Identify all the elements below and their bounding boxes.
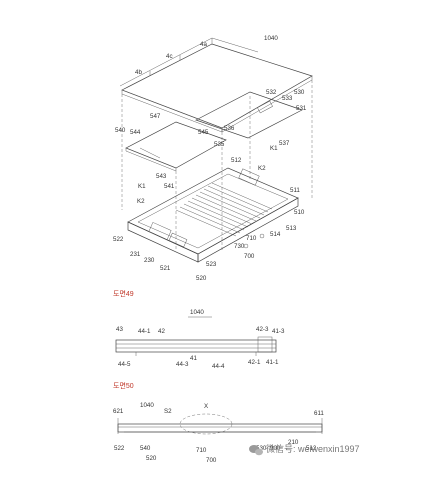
ref-510: 510 — [294, 209, 305, 216]
ref-1040: 1040 — [140, 402, 154, 409]
ref-530: 530 — [294, 89, 305, 96]
ref-710: 710 — [246, 235, 257, 242]
middle-board-right — [195, 91, 303, 139]
watermark-text: 微信号: weiwenxin1997 — [266, 443, 360, 454]
ref-511: 511 — [290, 187, 300, 194]
ref-523: 523 — [206, 261, 217, 268]
housing-section — [117, 423, 323, 433]
long-section-figure — [117, 413, 323, 435]
ref-700: 700 — [244, 253, 255, 260]
ref-230: 230 — [144, 257, 155, 264]
ref-513: 513 — [286, 225, 297, 232]
ref-512: 512 — [306, 445, 317, 452]
ref-540: 540 — [115, 127, 126, 134]
section-view-figure — [115, 316, 277, 356]
ref-536: 536 — [224, 125, 235, 132]
ref-710: 710 — [196, 447, 207, 454]
ref-4b: 4b — [135, 69, 142, 76]
figure-50-label: 도면50 — [113, 381, 134, 390]
ref-K2-right: K2 — [258, 165, 266, 172]
ref-522: 522 — [114, 445, 125, 452]
ref-611: 611 — [314, 410, 324, 417]
fig49-labels: 1040 43 44-1 42 42-3 41-3 44-5 44-3 41 4… — [116, 309, 285, 370]
ref-X: X — [204, 403, 208, 410]
exploded-view-figure — [119, 37, 313, 263]
ref-41-1: 41-1 — [266, 359, 279, 366]
ref-544: 544 — [130, 129, 141, 136]
ref-900: 900 — [270, 445, 281, 452]
main-frame — [127, 167, 299, 255]
ref-K1-right: K1 — [270, 145, 278, 152]
ref-44-5: 44-5 — [118, 361, 131, 368]
ref-41: 41 — [190, 355, 197, 362]
ref-521: 521 — [160, 265, 171, 272]
ref-522: 522 — [113, 236, 124, 243]
ref-1040: 1040 — [190, 309, 204, 316]
ref-543: 543 — [156, 173, 167, 180]
ref-540: 540 — [140, 445, 151, 452]
ref-44-4: 44-4 — [212, 363, 225, 370]
ref-545: 545 — [198, 129, 209, 136]
ref-700: 700 — [206, 457, 217, 464]
ref-43: 43 — [116, 326, 123, 333]
ref-1040: 1040 — [264, 35, 278, 42]
figure-49-label: 도면49 — [113, 289, 134, 298]
ref-42-3: 42-3 — [256, 326, 269, 333]
ref-532: 532 — [266, 89, 277, 96]
wechat-icon — [249, 445, 263, 456]
ref-S2: S2 — [164, 408, 172, 415]
ref-4c: 4c — [166, 53, 173, 60]
fig48-labels: 1040 4a 4b 4c 532 533 530 531 537 536 53… — [113, 35, 307, 282]
ref-537: 537 — [279, 140, 290, 147]
ref-520: 520 — [146, 455, 157, 462]
ref-42: 42 — [158, 328, 165, 335]
ref-514: 514 — [270, 231, 281, 238]
middle-board-left — [125, 121, 227, 169]
ref-44-3: 44-3 — [176, 361, 189, 368]
ref-K1-left: K1 — [138, 183, 146, 190]
watermark: 微信号: weiwenxin1997 — [249, 443, 360, 456]
ref-44-1: 44-1 — [138, 328, 151, 335]
ref-41-3: 41-3 — [272, 328, 285, 335]
fig50-labels: 621 1040 S2 X 611 522 540 520 710 700 53… — [113, 402, 324, 464]
ref-K2-left: K2 — [137, 198, 145, 205]
ref-210: 210 — [288, 439, 299, 446]
ref-621: 621 — [113, 408, 124, 415]
ref-42-1: 42-1 — [248, 359, 261, 366]
ref-730: 730 — [234, 243, 245, 250]
ref-533: 533 — [282, 95, 293, 102]
ref-512: 512 — [231, 157, 242, 164]
ref-530: 530 — [256, 445, 267, 452]
ref-4a: 4a — [200, 41, 207, 48]
stack-body — [115, 339, 277, 353]
ref-531: 531 — [296, 105, 307, 112]
ref-535: 535 — [214, 141, 225, 148]
ref-231: 231 — [130, 251, 141, 258]
ref-547: 547 — [150, 113, 161, 120]
ref-541: 541 — [164, 183, 175, 190]
detail-x-callout — [179, 413, 233, 435]
ref-520: 520 — [196, 275, 207, 282]
internal-ribs — [175, 182, 273, 237]
